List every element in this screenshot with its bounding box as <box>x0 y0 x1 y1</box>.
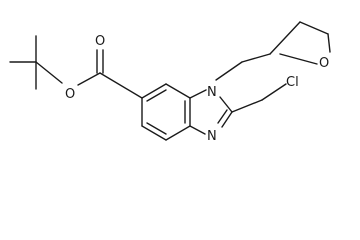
oxetane-o-c2 <box>279 53 318 65</box>
oxetane-c2-c3 <box>269 21 301 55</box>
chlorine-label: Cl <box>286 75 299 90</box>
imidazole-n3-label: N <box>207 129 217 144</box>
n1-to-ch2 <box>215 61 243 81</box>
c2-to-ch2cl <box>231 99 263 113</box>
molecule-drawing: O O N N O Cl <box>9 21 331 144</box>
structure-canvas: O O N N O Cl <box>9 21 331 144</box>
ester-ether-oxygen-label: O <box>65 87 75 102</box>
benzene-bond-2 <box>165 83 191 99</box>
imidazole-c2-n3 <box>221 111 233 128</box>
benzene-bond-4 <box>165 125 191 141</box>
oxetane-c4-o <box>327 33 331 53</box>
imidazole-c2-n3-double <box>217 109 228 124</box>
ether-o-to-carbonyl-c <box>77 72 101 86</box>
imidazole-n1-label: N <box>207 85 217 100</box>
tbu-to-ether-o <box>35 61 63 84</box>
oxetane-c3-c4 <box>299 21 329 35</box>
benzene-inner-3 <box>146 122 167 135</box>
benzene-inner-1 <box>146 89 167 102</box>
imidazole-n3-c3a <box>189 125 206 135</box>
carbonyl-c-to-ring <box>99 72 143 99</box>
ch2-to-cl <box>261 83 287 101</box>
ester-carbonyl-oxygen-label: O <box>95 34 105 49</box>
oxetane-oxygen-label: O <box>319 56 329 71</box>
benzene-bond-1 <box>141 83 167 99</box>
imidazole-c7a-n1 <box>189 89 207 99</box>
imidazole-n1-c2 <box>219 96 233 113</box>
benzene-bond-5 <box>141 125 167 141</box>
ch2-to-oxetane-c2 <box>241 53 271 63</box>
